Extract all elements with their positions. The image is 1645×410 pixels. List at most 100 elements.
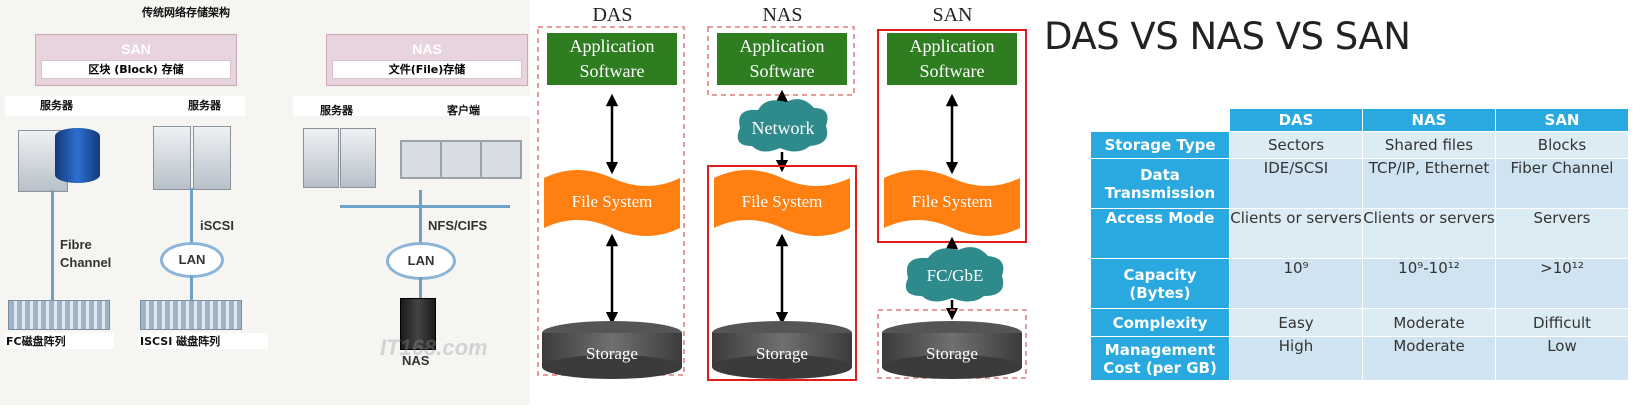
fibre-channel-label: Fibre Channel bbox=[60, 237, 112, 270]
comparison-title: DAS VS NAS VS SAN bbox=[1044, 15, 1411, 58]
das-app-box bbox=[547, 33, 677, 85]
table-cell: Clients or servers bbox=[1362, 208, 1496, 259]
san-file-system-label: File System bbox=[911, 192, 993, 211]
fc-gbe-cloud-shape bbox=[905, 247, 1004, 302]
server-icon bbox=[193, 126, 231, 190]
row-label: Management Cost (per GB) bbox=[1090, 336, 1230, 381]
nas-red-frame bbox=[707, 165, 857, 381]
table-cell: Shared files bbox=[1362, 131, 1496, 159]
fibre-link bbox=[51, 190, 54, 302]
table-row: Storage Type Sectors Shared files Blocks bbox=[1090, 131, 1629, 159]
network-label: Network bbox=[751, 118, 815, 138]
row-label: Capacity (Bytes) bbox=[1090, 258, 1230, 309]
nas-title: NAS bbox=[762, 4, 803, 26]
client-monitor-icon bbox=[440, 140, 482, 179]
row-label: Data Transmission bbox=[1090, 158, 1230, 209]
nas-storage-label: Storage bbox=[756, 344, 808, 363]
table-corner bbox=[1090, 108, 1230, 132]
san-label-strip bbox=[5, 96, 245, 116]
client-monitor-icon bbox=[400, 140, 442, 179]
table-cell: Difficult bbox=[1495, 308, 1629, 337]
row-label: Complexity bbox=[1090, 308, 1230, 337]
san-header-box: SAN 区块 (Block) 存储 bbox=[35, 34, 237, 86]
table-cell: Clients or servers bbox=[1229, 208, 1363, 259]
san-app-label: Application Software bbox=[909, 36, 995, 81]
table-cell: Sectors bbox=[1229, 131, 1363, 159]
das-file-system-shape bbox=[544, 170, 680, 236]
fc-disk-array-icon bbox=[8, 300, 110, 330]
lan-link bbox=[190, 275, 193, 302]
das-storage-label: Storage bbox=[586, 344, 638, 363]
nfs-bus bbox=[340, 205, 510, 208]
table-header-row: DAS NAS SAN bbox=[1090, 108, 1629, 132]
san-app-box bbox=[887, 33, 1017, 85]
server-icon bbox=[153, 126, 191, 190]
fc-array-strip bbox=[4, 333, 114, 349]
nas-label-strip bbox=[293, 96, 538, 116]
iscsi-array-label: ISCSI 磁盘阵列 bbox=[140, 335, 221, 348]
nfs-link bbox=[419, 190, 422, 242]
server-label-3: 服务器 bbox=[320, 104, 353, 117]
table-cell: Low bbox=[1495, 336, 1629, 381]
das-app-label: Application Software bbox=[569, 36, 655, 81]
nas-link bbox=[419, 277, 422, 300]
iscsi-disk-array-icon bbox=[140, 300, 242, 330]
nas-dashed-frame bbox=[707, 26, 855, 96]
table-cell: Easy bbox=[1229, 308, 1363, 337]
traditional-storage-panel: 传统网络存储架构 SAN 区块 (Block) 存储 NAS 文件(File)存… bbox=[0, 0, 555, 405]
san-sub-label: 区块 (Block) 存储 bbox=[41, 60, 231, 79]
nas-header-box: NAS 文件(File)存储 bbox=[326, 34, 528, 86]
nas-header-label: NAS bbox=[412, 41, 442, 57]
san-header-label: SAN bbox=[121, 41, 151, 57]
lan-ellipse: LAN bbox=[160, 242, 224, 278]
table-row: Management Cost (per GB) High Moderate L… bbox=[1090, 336, 1629, 381]
table-cell: Blocks bbox=[1495, 131, 1629, 159]
table-cell: TCP/IP, Ethernet bbox=[1362, 158, 1496, 209]
table-cell: Moderate bbox=[1362, 336, 1496, 381]
stack-diagram-svg bbox=[537, 26, 1027, 381]
server-icon bbox=[303, 128, 339, 188]
nas-file-system-label: File System bbox=[741, 192, 823, 211]
panel1-title: 传统网络存储架构 bbox=[142, 6, 230, 19]
client-monitor-icon bbox=[480, 140, 522, 179]
server-label-1: 服务器 bbox=[40, 99, 73, 112]
table-row: Data Transmission IDE/SCSI TCP/IP, Ether… bbox=[1090, 158, 1629, 209]
table-cell: High bbox=[1229, 336, 1363, 381]
column-header-san: SAN bbox=[1495, 108, 1629, 132]
table-row: Access Mode Clients or servers Clients o… bbox=[1090, 208, 1629, 259]
das-disk-bottom bbox=[542, 355, 682, 379]
network-cloud-shape bbox=[737, 99, 828, 152]
nas-app-label: Application Software bbox=[739, 36, 825, 81]
table-cell: Moderate bbox=[1362, 308, 1496, 337]
table-row: Complexity Easy Moderate Difficult bbox=[1090, 308, 1629, 337]
table-cell: >10¹² bbox=[1495, 258, 1629, 309]
san-file-system-shape bbox=[884, 170, 1020, 236]
table-row: Capacity (Bytes) 10⁹ 10⁹-10¹² >10¹² bbox=[1090, 258, 1629, 309]
client-label: 客户端 bbox=[447, 104, 480, 117]
nas-disk-bottom bbox=[712, 355, 852, 379]
nas-sub-label: 文件(File)存储 bbox=[332, 60, 522, 79]
nas-device-label: NAS bbox=[402, 353, 430, 368]
nas-file-system-shape bbox=[714, 170, 850, 236]
fc-array-label: FC磁盘阵列 bbox=[6, 335, 66, 348]
san-title: SAN bbox=[932, 4, 973, 26]
nfs-cifs-label: NFS/CIFS bbox=[428, 218, 488, 233]
table-cell: 10⁹-10¹² bbox=[1362, 258, 1496, 309]
das-file-system-label: File System bbox=[571, 192, 653, 211]
table-cell: Servers bbox=[1495, 208, 1629, 259]
comparison-table: DAS NAS SAN Storage Type Sectors Shared … bbox=[1090, 108, 1629, 381]
column-header-das: DAS bbox=[1229, 108, 1363, 132]
nas-device-icon bbox=[400, 298, 436, 350]
san-storage-label: Storage bbox=[926, 344, 978, 363]
row-label: Access Mode bbox=[1090, 208, 1230, 259]
san-disk-bottom bbox=[882, 355, 1022, 379]
table-cell: IDE/SCSI bbox=[1229, 158, 1363, 209]
watermark-text: IT168.com bbox=[380, 335, 488, 360]
das-nas-san-stack-panel: DAS NAS SAN Application Software Applica… bbox=[530, 0, 1040, 405]
row-label: Storage Type bbox=[1090, 131, 1230, 159]
column-header-nas: NAS bbox=[1362, 108, 1496, 132]
lan-ellipse: LAN bbox=[386, 242, 456, 280]
table-cell: Fiber Channel bbox=[1495, 158, 1629, 209]
nas-app-box bbox=[717, 33, 847, 85]
table-cell: 10⁹ bbox=[1229, 258, 1363, 309]
